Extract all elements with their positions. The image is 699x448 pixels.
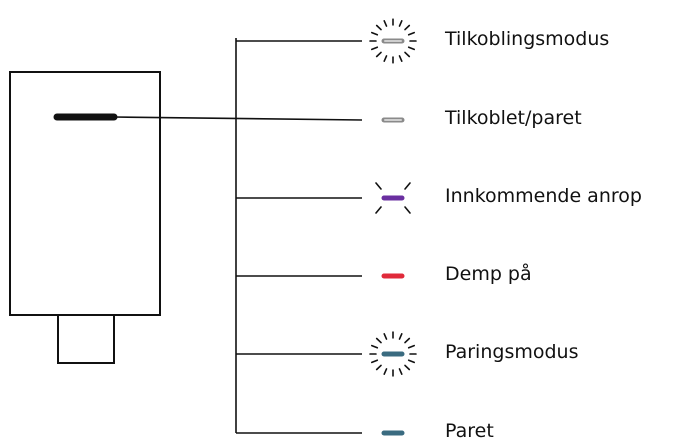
led-indicator-icons	[369, 18, 417, 436]
tilkoblingsmodus-led-icon	[369, 18, 417, 64]
tilkoblingsmodus-label: Tilkoblingsmodus	[445, 28, 610, 50]
tilkoblet-paret-label: Tilkoblet/paret	[445, 107, 582, 129]
connector-line	[113, 116, 363, 121]
paringsmodus-led-icon	[369, 331, 417, 377]
paret-label: Paret	[445, 420, 494, 442]
dongle-connector	[57, 314, 115, 364]
demp-p-label: Demp på	[445, 263, 532, 285]
dongle-body	[9, 71, 161, 316]
branch-lines	[236, 40, 362, 434]
innkommende-anrop-led-icon	[375, 182, 411, 214]
paringsmodus-label: Paringsmodus	[445, 341, 579, 363]
innkommende-anrop-label: Innkommende anrop	[445, 185, 642, 207]
